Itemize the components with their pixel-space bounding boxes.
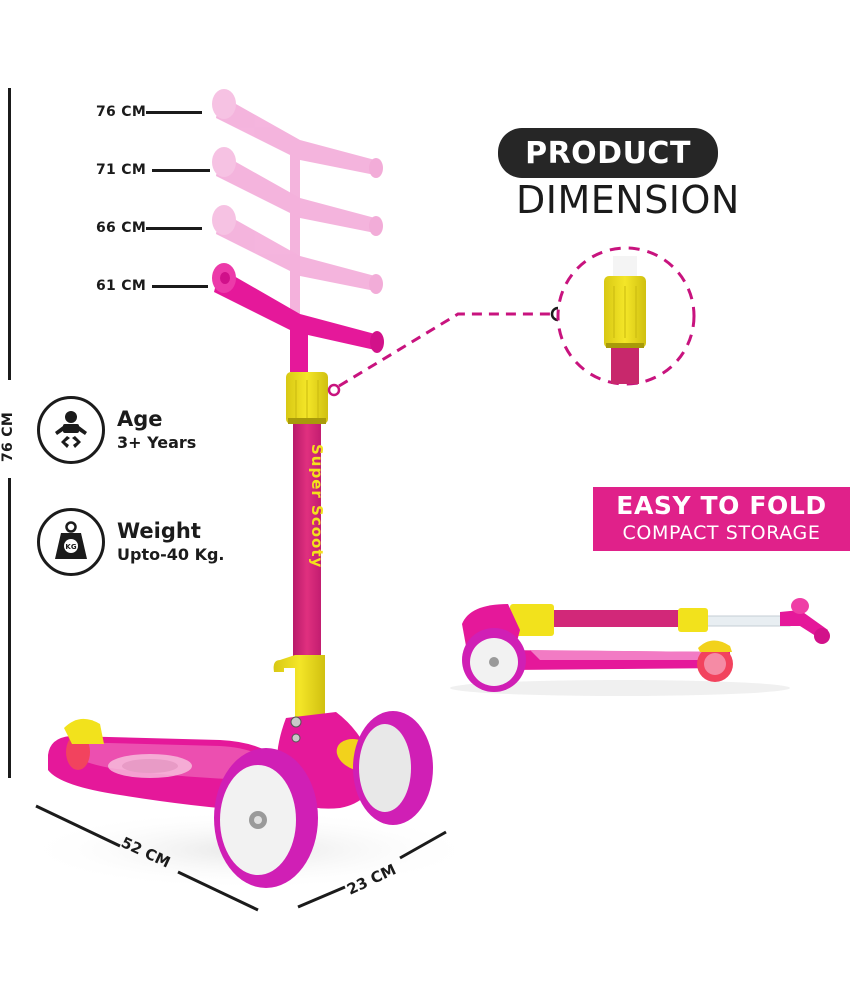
stem-brand-text: Super Scooty	[308, 444, 326, 568]
title-pill: PRODUCT	[498, 128, 718, 178]
handle-height-71: 71 CM	[96, 162, 211, 178]
height-dimension-line-top	[8, 88, 11, 380]
spec-age-text: Age 3+ Years	[117, 407, 196, 454]
handle-height-66: 66 CM	[96, 220, 203, 236]
fold-banner-title: EASY TO FOLD	[616, 491, 827, 520]
handle-height-label: 76 CM	[96, 104, 147, 120]
kg-icon-text: KG	[65, 543, 76, 551]
front-wheel-right	[353, 711, 433, 825]
baby-icon	[37, 396, 105, 464]
handle-height-tick	[146, 226, 203, 230]
fold-banner-subtitle: COMPACT STORAGE	[622, 522, 821, 544]
folded-clamp	[678, 608, 708, 632]
fold-lock	[273, 655, 325, 718]
handle-height-tick	[152, 284, 209, 288]
handlebar-position-66	[212, 205, 383, 330]
handle-height-label: 71 CM	[96, 162, 147, 178]
clamp-callout	[327, 246, 696, 397]
handle-height-label: 66 CM	[96, 220, 147, 236]
spec-weight-text: Weight Upto-40 Kg.	[117, 519, 225, 566]
handlebar-position-76	[212, 89, 383, 240]
spec-weight-value: Upto-40 Kg.	[117, 544, 225, 564]
rear-brake	[64, 718, 104, 744]
height-dimension-line-bottom	[8, 478, 11, 778]
height-adjust-clamp	[286, 372, 328, 424]
folded-lock	[510, 604, 554, 636]
kg-weight-icon: KG	[37, 508, 105, 576]
spec-age: Age 3+ Years	[37, 396, 196, 464]
handlebar-position-71	[212, 147, 383, 300]
spec-age-value: 3+ Years	[117, 432, 197, 452]
handle-height-tick	[152, 168, 211, 172]
handle-height-76: 76 CM	[96, 104, 203, 120]
handle-height-61: 61 CM	[96, 278, 209, 294]
front-wheel-left	[214, 748, 318, 888]
spec-age-title: Age	[117, 406, 163, 431]
scooter-stem	[293, 424, 321, 664]
folded-stem	[550, 610, 680, 627]
handle-height-tick	[146, 110, 203, 114]
title-subtitle: DIMENSION	[516, 178, 740, 222]
folded-scooter-illustration	[450, 598, 830, 696]
spec-weight-title: Weight	[117, 518, 201, 543]
handlebar-position-61	[212, 263, 384, 372]
fold-banner: EASY TO FOLD COMPACT STORAGE	[593, 487, 850, 551]
spec-weight: KG Weight Upto-40 Kg.	[37, 508, 225, 576]
rear-wheel	[64, 718, 104, 770]
handle-height-label: 61 CM	[96, 278, 147, 294]
